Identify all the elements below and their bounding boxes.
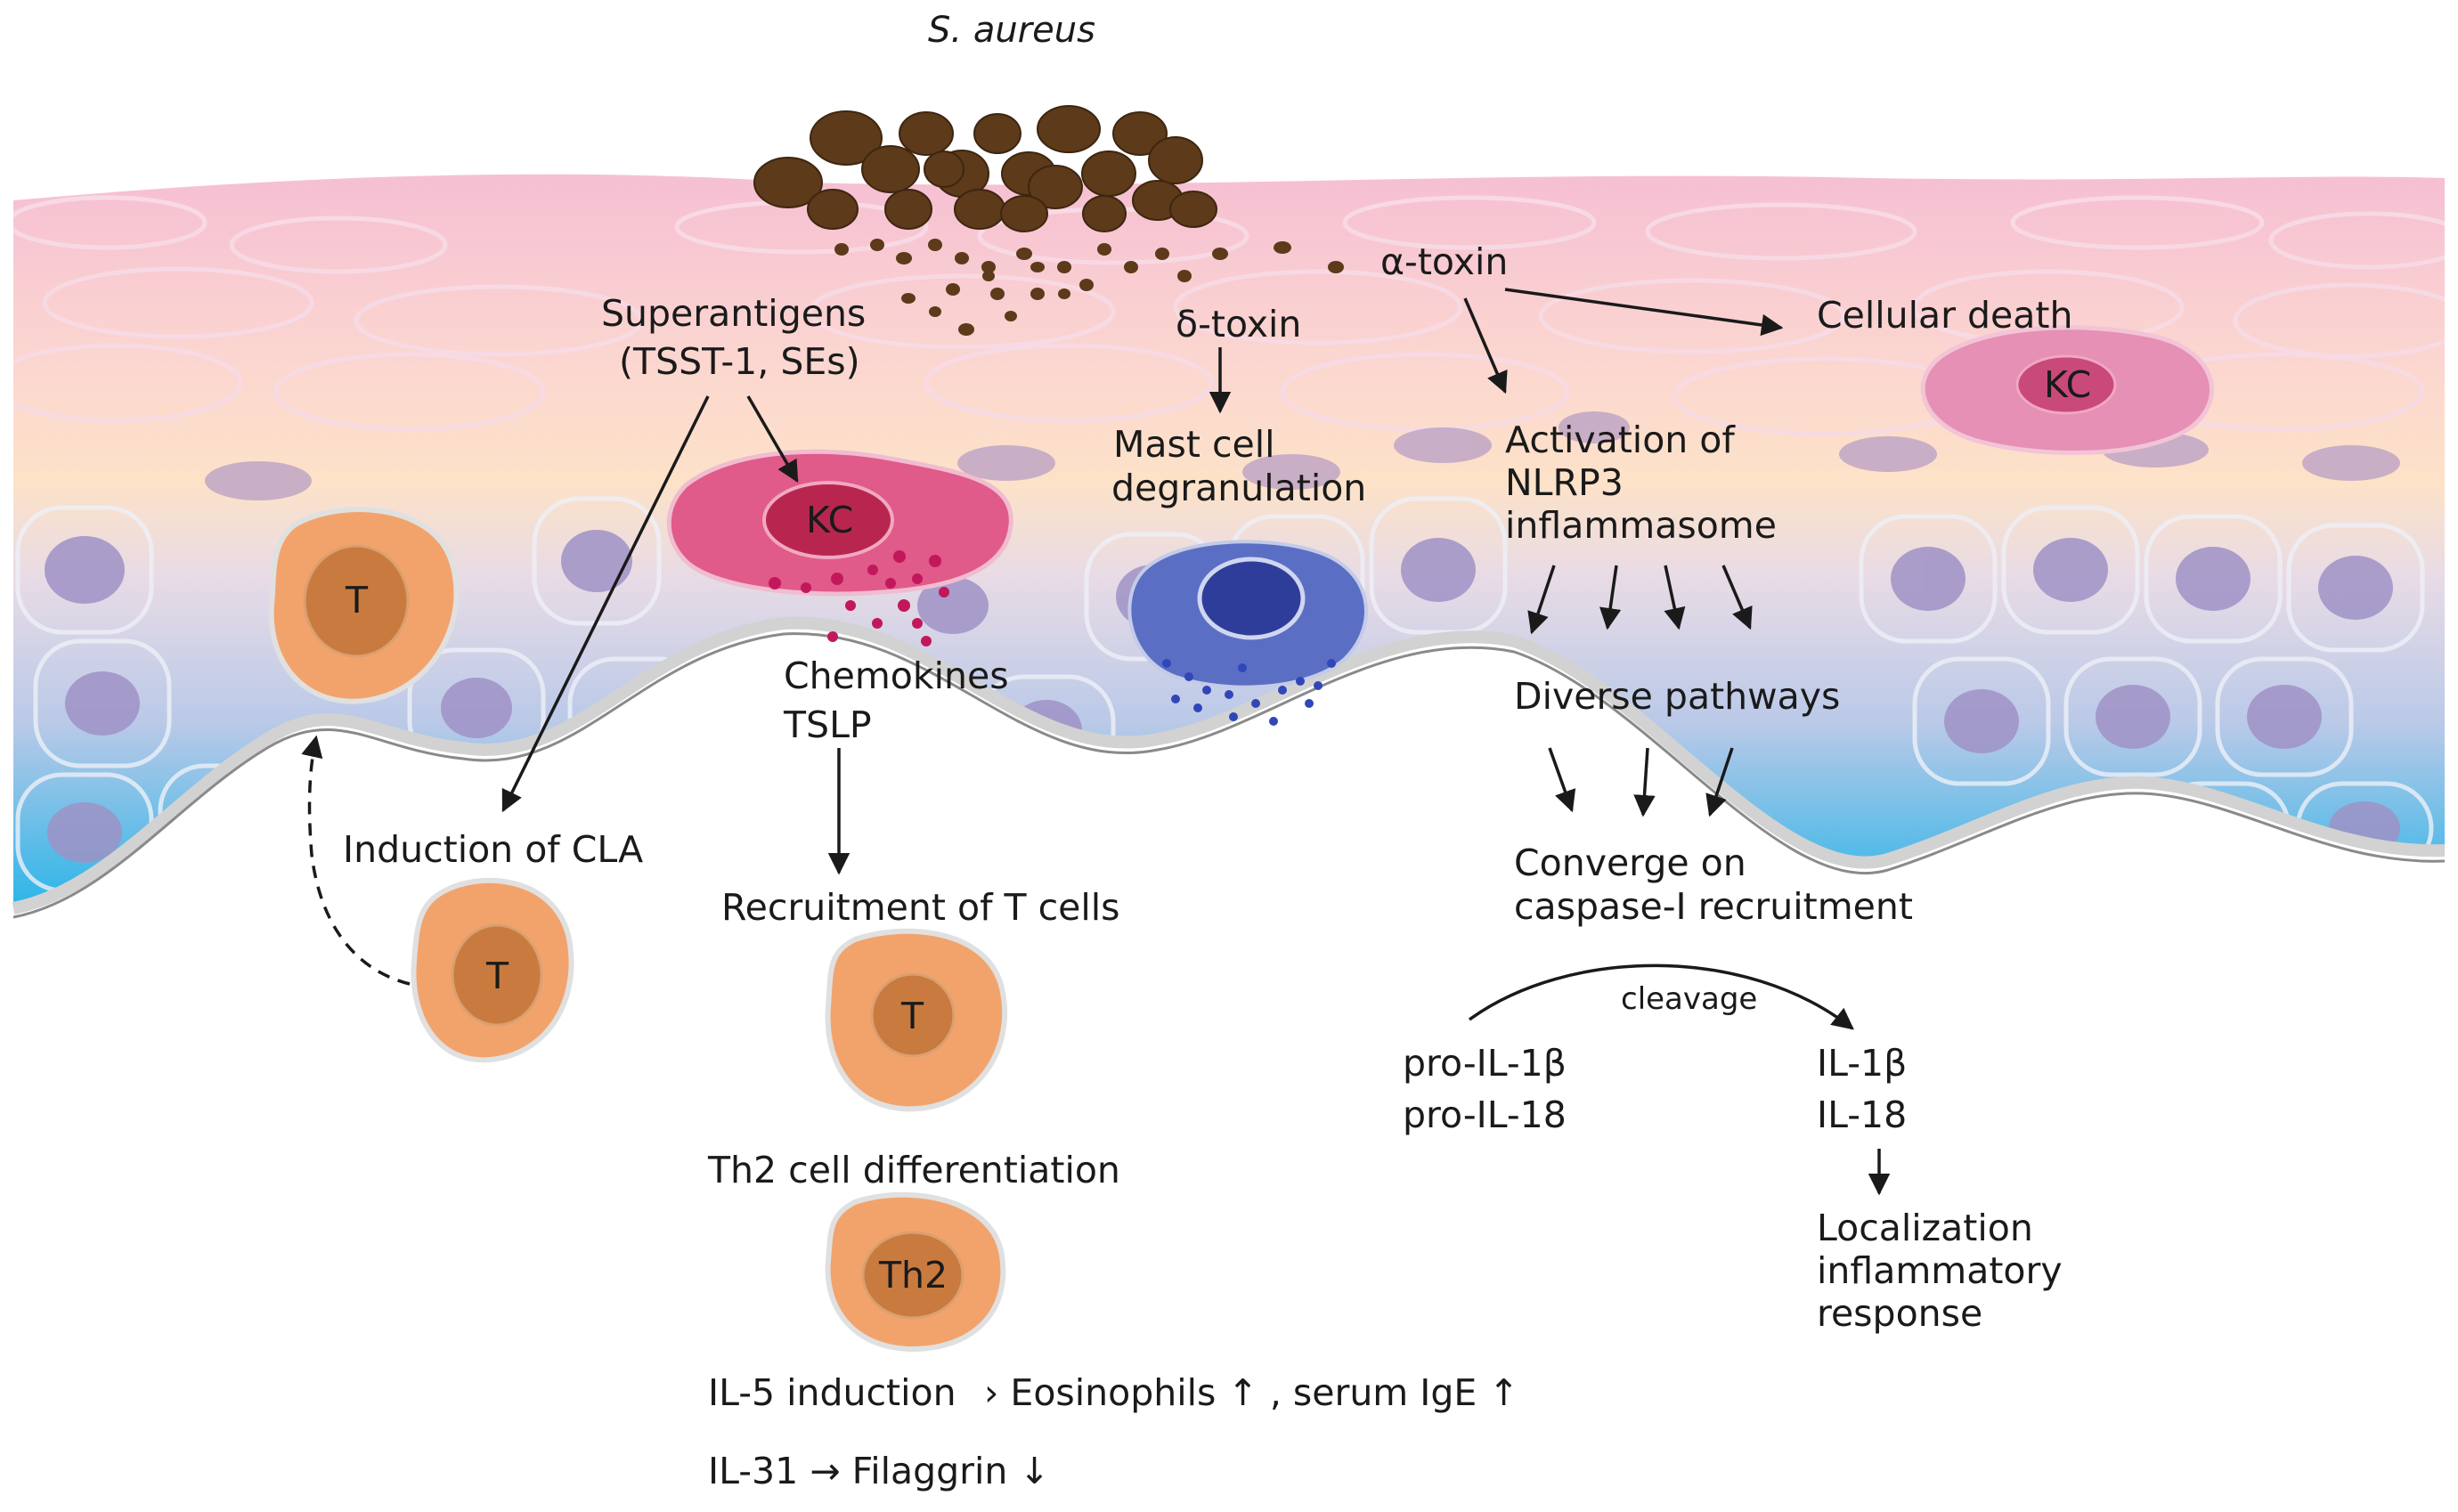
label-cellular-death: Cellular death xyxy=(1817,294,2073,337)
arrow-superantigen-cla xyxy=(501,395,710,813)
label-response: response xyxy=(1817,1292,1983,1335)
label-degranulation: degranulation xyxy=(1111,467,1367,509)
dying-keratinocyte xyxy=(1920,325,2214,456)
label-recruitment-t-cells: Recruitment of T cells xyxy=(721,886,1120,929)
label-il5-induction: IL-5 induction xyxy=(708,1371,956,1414)
label-pro-il18: pro-IL-18 xyxy=(1403,1093,1567,1136)
label-superantigens-examples: (TSST-1, SEs) xyxy=(619,340,860,383)
arrow-superantigen-kc xyxy=(746,395,799,484)
t-cell-recruited xyxy=(825,928,1008,1112)
th2-cell xyxy=(825,1191,1006,1353)
pathway-arrows xyxy=(301,288,1891,1196)
label-il5-effects: › Eosinophils ↑ , serum IgE ↑ xyxy=(984,1371,1519,1414)
label-th2-differentiation: Th2 cell differentiation xyxy=(708,1149,1120,1191)
diagram-title: S. aureus xyxy=(928,10,1095,51)
label-pro-il1b: pro-IL-1β xyxy=(1403,1042,1567,1085)
label-localization: Localization xyxy=(1817,1207,2033,1249)
label-inflammatory: inflammatory xyxy=(1817,1249,2063,1292)
label-t-recruited: T xyxy=(901,995,924,1037)
label-t-skin: T xyxy=(346,579,369,622)
label-kc: KC xyxy=(806,499,854,541)
label-delta-toxin: δ-toxin xyxy=(1176,303,1302,345)
label-chemokines: Chemokines xyxy=(784,654,1009,697)
label-cleavage: cleavage xyxy=(1621,981,1758,1017)
label-alpha-toxin: α-toxin xyxy=(1380,240,1509,283)
label-th2: Th2 xyxy=(879,1254,948,1297)
label-tslp: TSLP xyxy=(784,703,872,746)
t-cell-in-skin xyxy=(268,507,460,704)
mast-cell xyxy=(1127,540,1368,726)
arrow-cleavage xyxy=(1468,963,1854,1030)
label-diverse-pathways: Diverse pathways xyxy=(1514,675,1841,718)
label-induction-cla: Induction of CLA xyxy=(343,828,644,871)
basement-membrane xyxy=(12,616,2446,915)
label-t-cla: T xyxy=(486,955,509,997)
bacteria-cluster xyxy=(753,105,1217,232)
label-mast-cell: Mast cell xyxy=(1113,423,1275,466)
keratinocyte-cell xyxy=(666,449,1013,646)
label-activation-of: Activation of xyxy=(1505,419,1735,461)
label-il1b: IL-1β xyxy=(1817,1042,1908,1085)
label-caspase-recruitment: caspase-I recruitment xyxy=(1514,885,1913,928)
label-inflammasome: inflammasome xyxy=(1505,504,1777,547)
label-converge-on: Converge on xyxy=(1514,841,1746,884)
bacteria-toxin-particles xyxy=(834,239,1344,336)
arrow-alpha-nlrp3 xyxy=(1463,297,1508,394)
arrow-alpha-death xyxy=(1504,288,1784,337)
label-il31-filaggrin: IL-31 → Filaggrin ↓ xyxy=(708,1450,1050,1492)
label-il18: IL-18 xyxy=(1817,1093,1908,1136)
label-kc-dead: KC xyxy=(2044,363,2092,406)
label-nlrp3: NLRP3 xyxy=(1505,461,1624,504)
arrow-cla-return xyxy=(301,735,411,986)
t-cell-cla xyxy=(411,877,574,1063)
label-superantigens: Superantigens xyxy=(601,292,867,335)
